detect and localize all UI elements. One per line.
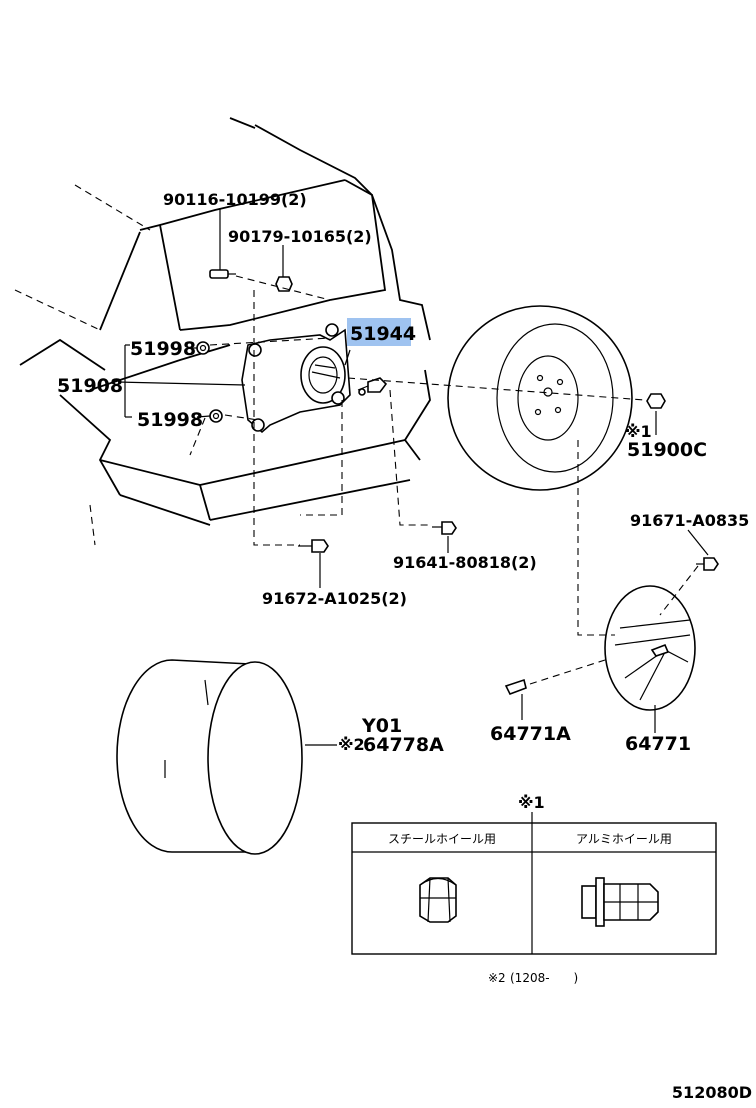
washer-51998-lower-icon (209, 409, 223, 423)
wheel-cover-64771 (604, 585, 696, 711)
spare-tire (447, 305, 633, 491)
label-64778a: 64778A (363, 734, 444, 756)
label-64778a-mark: ※2 (338, 735, 365, 754)
label-91671-a0835: 91671-A0835 (630, 511, 749, 530)
hub-nut-51900c-icon (646, 393, 666, 409)
clip-64771a-icon (504, 678, 527, 696)
label-51998-upper: 51998 (130, 338, 196, 360)
label-90116-10199: 90116-10199(2) (163, 190, 307, 209)
label-90179-10165: 90179-10165(2) (228, 227, 372, 246)
table-mark: ※1 (518, 793, 545, 812)
leader-lines (117, 208, 709, 746)
label-51900c: 51900C (627, 439, 707, 461)
washer-51998-upper-icon (196, 341, 210, 355)
stud-51944-icon (357, 377, 388, 396)
footnote-text: (1208- ) (510, 971, 578, 985)
label-51900c-mark: ※1 (625, 422, 652, 441)
callout-labels: 90116-10199(2) 90179-10165(2) 51944 5199… (57, 190, 749, 756)
nut-90179-icon (275, 276, 293, 292)
footnote: ※2 (1208- ) (488, 971, 578, 985)
table-frame (351, 822, 717, 955)
bolt-90116-icon (209, 269, 236, 279)
carrier-bracket (241, 323, 351, 434)
label-y01: Y01 (361, 715, 402, 737)
nut-variant-table: ※1 スチールホイール用 アルミホイール用 (351, 793, 717, 955)
label-91641-80818: 91641-80818(2) (393, 553, 537, 572)
bolt-91671-icon (696, 557, 719, 571)
bolt-91672-icon (298, 539, 329, 553)
highlight-51944 (347, 318, 411, 346)
label-64771: 64771 (625, 733, 691, 755)
label-51998-lower: 51998 (137, 409, 203, 431)
label-64771a: 64771A (490, 723, 571, 745)
table-header-steel: スチールホイール用 (388, 832, 496, 846)
label-91672-a1025: 91672-A1025(2) (262, 589, 407, 608)
footnote-mark: ※2 (488, 971, 506, 985)
guide-lines (189, 275, 699, 685)
bolt-91641-icon (432, 521, 457, 535)
steel-wheel-nut-icon (419, 877, 457, 923)
table-header-alloy: アルミホイール用 (576, 832, 672, 846)
label-51944: 51944 (350, 323, 416, 345)
vehicle-body (14, 117, 431, 546)
diagram-id: 512080D (672, 1083, 752, 1102)
label-51908: 51908 (57, 375, 123, 397)
tire-64778a (116, 659, 303, 855)
alloy-wheel-nut-icon (581, 877, 659, 927)
